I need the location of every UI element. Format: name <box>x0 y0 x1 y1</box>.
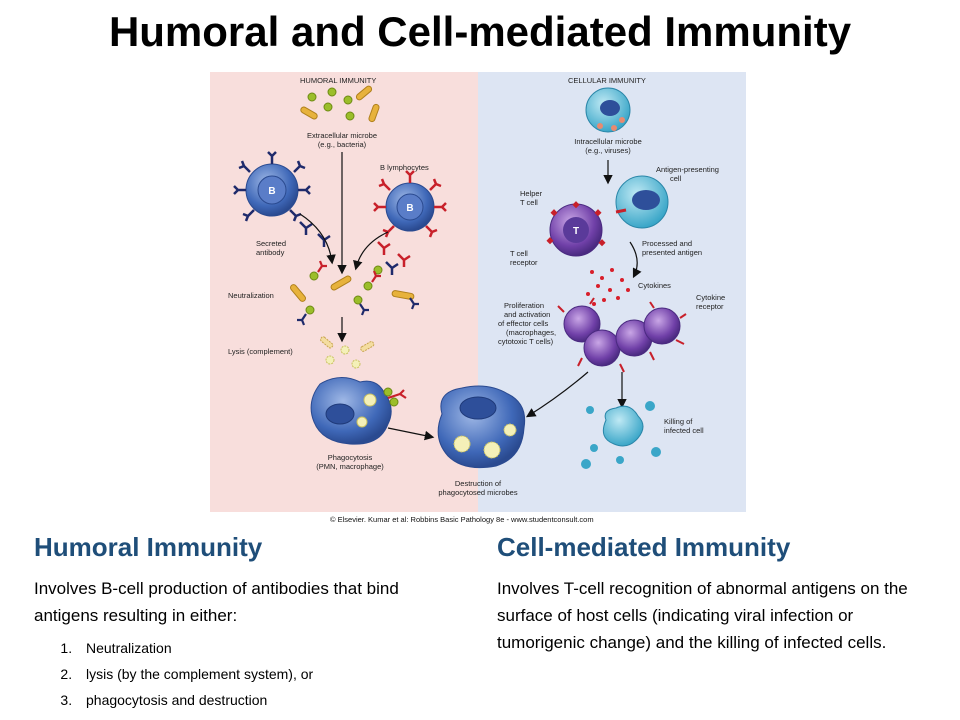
label-presented-antigen: presented antigen <box>642 248 702 257</box>
list-item: lysis (by the complement system), or <box>76 661 454 687</box>
humoral-arrows <box>299 152 435 441</box>
cellular-description: Involves T-cell recognition of abnormal … <box>497 579 908 652</box>
label-processed: Processed and <box>642 239 692 248</box>
killed-cell <box>581 401 661 469</box>
label-t-cell: T cell <box>520 198 538 207</box>
label-killing: Killing of <box>664 417 693 426</box>
label-tcr-t-cell: T cell <box>510 249 528 258</box>
label-secreted: Secreted <box>256 239 286 248</box>
label-lysis: Lysis (complement) <box>228 347 293 356</box>
humoral-header: HUMORAL IMMUNITY <box>300 76 376 85</box>
humoral-section: Humoral Immunity Involves B-cell product… <box>34 532 454 713</box>
label-antigen-presenting: Antigen-presenting <box>656 165 719 174</box>
humoral-heading: Humoral Immunity <box>34 532 263 562</box>
label-helper: Helper <box>520 189 543 198</box>
effector-cells <box>557 297 687 373</box>
humoral-outcomes-list: Neutralization lysis (by the complement … <box>34 635 454 713</box>
extracellular-microbes <box>300 85 380 123</box>
label-phagocytosed-microbes: phagocytosed microbes <box>438 488 517 497</box>
infected-cell <box>585 87 631 133</box>
helper-t-cell: T <box>546 201 606 257</box>
label-proliferation: Proliferation <box>504 301 544 310</box>
b-cell-right: B <box>373 170 447 238</box>
label-and-activation: and activation <box>504 310 550 319</box>
label-macrophages: (macrophages, <box>506 328 556 337</box>
label-neutralization: Neutralization <box>228 291 274 300</box>
cellular-heading: Cell-mediated Immunity <box>497 532 791 562</box>
humoral-description: Involves B-cell production of antibodies… <box>34 579 399 625</box>
label-tcr-receptor: receptor <box>510 258 538 267</box>
label-infected-cell: infected cell <box>664 426 704 435</box>
antigen-presenting-cell <box>615 175 669 229</box>
secreted-antibodies <box>299 221 411 275</box>
cellular-header: CELLULAR IMMUNITY <box>568 76 646 85</box>
label-pmn-macrophage: (PMN, macrophage) <box>316 462 384 471</box>
cellular-arrows <box>525 160 642 418</box>
label-intracellular-example: (e.g., viruses) <box>585 146 631 155</box>
label-extracellular-example: (e.g., bacteria) <box>318 140 367 149</box>
label-effector-cells: of effector cells <box>498 319 549 328</box>
label-cytotoxic: cytotoxic T cells) <box>498 337 554 346</box>
cellular-section: Cell-mediated Immunity Involves T-cell r… <box>497 532 937 656</box>
phagocyte-cell <box>310 377 407 445</box>
t-cell-label: T <box>573 226 579 237</box>
label-destruction: Destruction of <box>455 479 502 488</box>
lysis-fragments <box>320 336 375 369</box>
immunity-figure: HUMORAL IMMUNITY CELLULAR IMMUNITY Extra… <box>210 72 746 512</box>
label-b-lymphocytes: B lymphocytes <box>380 163 429 172</box>
b-cell-label: B <box>268 186 275 197</box>
label-cytokine-receptor: receptor <box>696 302 724 311</box>
label-cytokines: Cytokines <box>638 281 671 290</box>
page-title: Humoral and Cell-mediated Immunity <box>108 8 852 55</box>
label-apc-cell: cell <box>670 174 682 183</box>
destruction-cell <box>437 385 526 469</box>
label-intracellular-microbe: Intracellular microbe <box>574 137 642 146</box>
figure-credit: © Elsevier. Kumar et al: Robbins Basic P… <box>330 515 594 524</box>
immunity-diagram: HUMORAL IMMUNITY CELLULAR IMMUNITY Extra… <box>210 72 746 512</box>
b-cell-label-2: B <box>406 203 413 214</box>
label-extracellular-microbe: Extracellular microbe <box>307 131 377 140</box>
list-item: phagocytosis and destruction <box>76 687 454 713</box>
neutralization-complexes <box>290 260 419 326</box>
label-antibody: antibody <box>256 248 285 257</box>
label-cytokine: Cytokine <box>696 293 725 302</box>
cytokines <box>586 268 630 306</box>
b-cell-left: B <box>233 151 311 222</box>
label-phagocytosis: Phagocytosis <box>328 453 373 462</box>
list-item: Neutralization <box>76 635 454 661</box>
